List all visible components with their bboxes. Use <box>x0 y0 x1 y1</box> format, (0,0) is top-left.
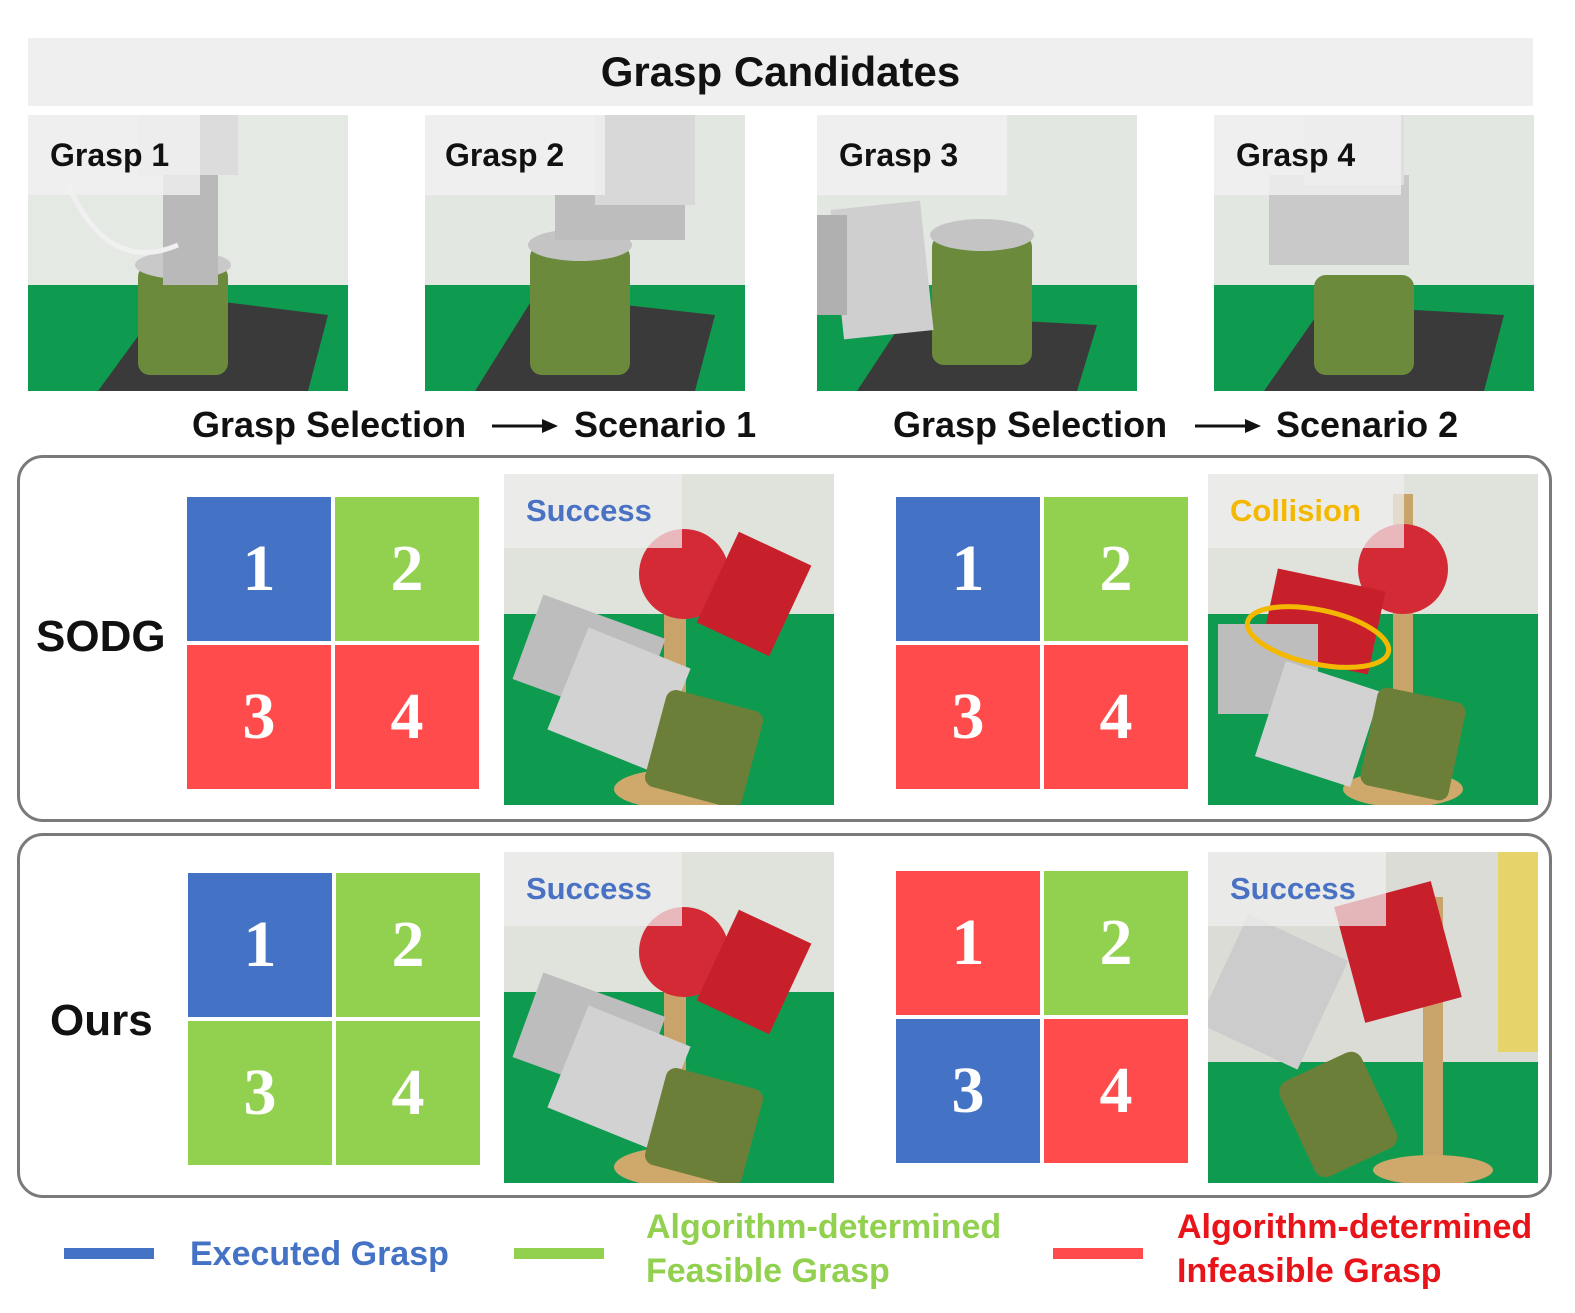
grasp-cell: 2 <box>1044 497 1188 641</box>
grasp-candidate-label-4: Grasp 4 <box>1214 115 1401 195</box>
grasp-cell: 4 <box>1044 645 1188 789</box>
legend-swatch-infeasible <box>1053 1248 1143 1259</box>
flow-left-from: Grasp Selection <box>192 404 467 445</box>
flow-left-to: Scenario 1 <box>574 404 757 445</box>
result-photo-ours-scenario2: Success <box>1208 852 1538 1183</box>
grid-ours-scenario2: 1 2 3 4 <box>896 871 1188 1163</box>
grasp-candidate-photo-3: Grasp 3 <box>817 115 1137 391</box>
grasp-cell: 3 <box>188 1021 332 1165</box>
legend-label-executed: Executed Grasp <box>190 1235 449 1273</box>
grasp-candidate-label-3: Grasp 3 <box>817 115 1007 195</box>
flow-right-to: Scenario 2 <box>1276 404 1459 445</box>
grasp-cell: 2 <box>335 497 479 641</box>
legend-label-feasible-line2: Feasible Grasp <box>646 1252 890 1290</box>
result-label: Success <box>504 852 682 926</box>
arrow-right-icon <box>492 419 558 433</box>
grasp-candidate-photo-1: Grasp 1 <box>28 115 348 391</box>
figure-title: Grasp Candidates <box>28 38 1533 106</box>
result-label: Success <box>1208 852 1386 926</box>
legend-label-infeasible: Algorithm-determined Infeasible Grasp <box>1177 1205 1532 1293</box>
grasp-cell: 3 <box>896 1019 1040 1163</box>
method-label-sodg: SODG <box>36 612 166 661</box>
grasp-cell: 1 <box>896 871 1040 1015</box>
grasp-candidate-label-2: Grasp 2 <box>425 115 605 195</box>
method-label-ours: Ours <box>50 996 153 1045</box>
grasp-cell: 4 <box>335 645 479 789</box>
result-label: Collision <box>1208 474 1404 548</box>
grasp-cell: 3 <box>896 645 1040 789</box>
legend-label-feasible-line1: Algorithm-determined <box>646 1208 1002 1246</box>
grasp-cell: 1 <box>896 497 1040 641</box>
result-label: Success <box>504 474 682 548</box>
result-photo-ours-scenario1: Success <box>504 852 834 1183</box>
grasp-candidate-photo-4: Grasp 4 <box>1214 115 1534 391</box>
legend-label-infeasible-line1: Algorithm-determined <box>1177 1208 1533 1246</box>
grasp-cell: 2 <box>336 873 480 1017</box>
grasp-photo-illustration <box>817 115 1137 391</box>
grasp-cell: 4 <box>336 1021 480 1165</box>
collision-highlight-ellipse <box>1244 604 1392 670</box>
grid-sodg-scenario1: 1 2 3 4 <box>187 497 479 789</box>
legend-label-infeasible-line2: Infeasible Grasp <box>1177 1252 1442 1290</box>
grasp-cell: 3 <box>187 645 331 789</box>
grasp-cell: 1 <box>188 873 332 1017</box>
scene-illustration <box>1208 474 1538 805</box>
scene-illustration <box>1208 852 1538 1183</box>
arrow-right-icon <box>1195 419 1261 433</box>
grasp-cell: 2 <box>1044 871 1188 1015</box>
grasp-cell: 4 <box>1044 1019 1188 1163</box>
result-photo-sodg-scenario2: Collision <box>1208 474 1538 805</box>
legend-swatch-feasible <box>514 1248 604 1259</box>
legend-label-feasible: Algorithm-determined Feasible Grasp <box>646 1205 1001 1293</box>
grid-sodg-scenario2: 1 2 3 4 <box>896 497 1188 789</box>
grid-ours-scenario1: 1 2 3 4 <box>188 873 480 1165</box>
grasp-candidate-label-1: Grasp 1 <box>28 115 200 195</box>
result-photo-sodg-scenario1: Success <box>504 474 834 805</box>
legend-swatch-executed <box>64 1248 154 1259</box>
flow-right-from: Grasp Selection <box>893 404 1168 445</box>
grasp-cell: 1 <box>187 497 331 641</box>
grasp-candidate-photo-2: Grasp 2 <box>425 115 745 391</box>
